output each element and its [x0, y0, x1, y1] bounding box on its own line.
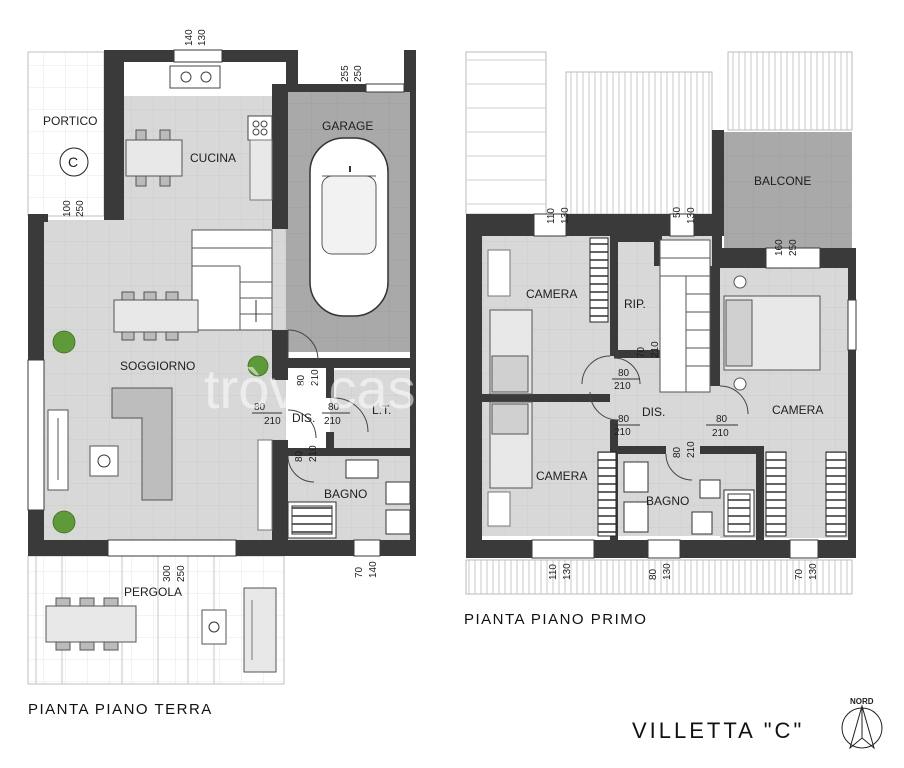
room-label-camera-e: CAMERA	[772, 403, 823, 417]
dim-door-rip-h: 210	[650, 341, 661, 358]
dim-pergola-w: 300	[162, 565, 173, 582]
first-floor-title: PIANTA PIANO PRIMO	[464, 611, 647, 628]
dim-bagno-first-window-h: 130	[662, 563, 673, 580]
first-stair	[659, 239, 711, 393]
ground-doors	[287, 329, 369, 483]
dim-door-camera-sw-h: 210	[614, 427, 631, 438]
dim-stair-window-w: 50	[672, 206, 683, 218]
pergola-furniture	[45, 587, 277, 673]
ground-bath-fixtures	[287, 459, 411, 539]
wardrobes	[589, 237, 847, 537]
dim-door-camera-nw-w: 80	[618, 368, 630, 379]
dim-balcone-door-h: 250	[788, 239, 799, 256]
dim-kitchen-window-w: 140	[184, 29, 195, 46]
first-floor-plan	[465, 51, 857, 595]
first-bath-fixtures	[623, 461, 755, 537]
dim-door-camera-nw-h: 210	[614, 381, 631, 392]
dim-door-lt-h: 210	[324, 416, 341, 427]
north-label: NORD	[850, 697, 874, 706]
beds	[487, 249, 821, 527]
dim-kitchen-window-h: 130	[197, 29, 208, 46]
lt-floor	[330, 370, 412, 450]
dim-camera-sw-window-w: 110	[548, 564, 559, 580]
room-label-balcone: BALCONE	[754, 174, 811, 188]
room-label-rip: RIP.	[624, 297, 646, 311]
ground-floor-plan	[27, 49, 416, 685]
roof-left	[465, 51, 547, 215]
room-label-portico: PORTICO	[43, 114, 97, 128]
dim-garage-door-h: 250	[353, 65, 364, 82]
room-label-bagno-ground: BAGNO	[324, 487, 367, 501]
living-furniture	[47, 291, 273, 531]
roof-center	[565, 71, 713, 215]
first-walls	[466, 130, 856, 558]
room-label-lt: L.T.	[372, 403, 391, 417]
terrace-strip	[465, 559, 853, 595]
dim-door-bagno-w: 80	[294, 450, 305, 462]
room-label-pergola: PERGOLA	[124, 585, 182, 599]
portico-badge-letter: C	[68, 154, 78, 170]
dim-door-camera-sw-w: 80	[618, 414, 630, 425]
dim-door-bagno-first-h: 210	[686, 441, 697, 458]
room-label-camera-nw: CAMERA	[526, 287, 577, 301]
ground-walls	[28, 50, 416, 556]
dim-door-camera-e-w: 80	[716, 414, 728, 425]
north-arrow-icon	[841, 704, 883, 750]
watermark: tròvacasa	[204, 357, 448, 420]
roof-right	[727, 51, 853, 131]
portico-area	[27, 51, 105, 217]
first-dims: 110 130 50 130 160 250 70 210 80 210 80 …	[546, 206, 819, 580]
dim-portico-h: 250	[75, 200, 86, 217]
dim-door-garage-h: 210	[310, 369, 321, 386]
dim-door-soggiorno-w: 80	[254, 402, 266, 413]
room-label-cucina: CUCINA	[190, 151, 236, 165]
car-icon	[309, 137, 389, 317]
dim-garage-door-w: 255	[340, 65, 351, 82]
dim-stair-window-h: 130	[686, 207, 697, 224]
room-label-garage: GARAGE	[322, 119, 373, 133]
ground-windows	[27, 49, 405, 557]
dim-portico-w: 100	[62, 200, 73, 217]
dim-door-soggiorno-h: 210	[264, 416, 281, 427]
dim-camera-e-window-h: 130	[808, 563, 819, 580]
first-doors	[581, 355, 749, 481]
dim-door-garage-w: 80	[296, 374, 307, 386]
dim-camera-sw-window-h: 130	[562, 563, 573, 580]
project-title: VILLETTA "C"	[632, 718, 804, 743]
dim-camera-e-window-w: 70	[794, 568, 805, 580]
dim-pergola-h: 250	[176, 565, 187, 582]
room-label-bagno-first: BAGNO	[646, 494, 689, 508]
dim-bagno-first-window-w: 80	[648, 568, 659, 580]
room-label-dis-first: DIS.	[642, 405, 665, 419]
ground-stair	[191, 229, 273, 331]
dim-bagno-window-w: 70	[354, 566, 365, 578]
dim-door-bagno-first-w: 80	[672, 446, 683, 458]
balcone-floor	[724, 132, 852, 250]
dim-camera-nw-window-h: 130	[560, 207, 571, 224]
dim-door-camera-e-h: 210	[712, 428, 729, 439]
portico-badge: C	[59, 147, 89, 177]
dim-bagno-window-h: 140	[368, 561, 379, 578]
room-label-camera-sw: CAMERA	[536, 469, 587, 483]
dim-balcone-door-w: 160	[774, 239, 785, 256]
dim-camera-nw-window-w: 110	[546, 208, 557, 224]
kitchen-fixtures	[125, 65, 273, 201]
dim-door-rip-w: 70	[636, 346, 647, 358]
first-windows	[531, 213, 857, 559]
room-label-dis-ground: DIS.	[292, 411, 315, 425]
ground-dims: 140 130 255 250 100 250 80 210 80 210 80…	[62, 29, 379, 582]
plant-icon	[52, 330, 269, 534]
dim-door-bagno-h: 210	[308, 445, 319, 462]
ground-floor-title: PIANTA PIANO TERRA	[28, 701, 213, 718]
dim-door-lt-w: 80	[328, 402, 340, 413]
room-label-soggiorno: SOGGIORNO	[120, 359, 195, 373]
